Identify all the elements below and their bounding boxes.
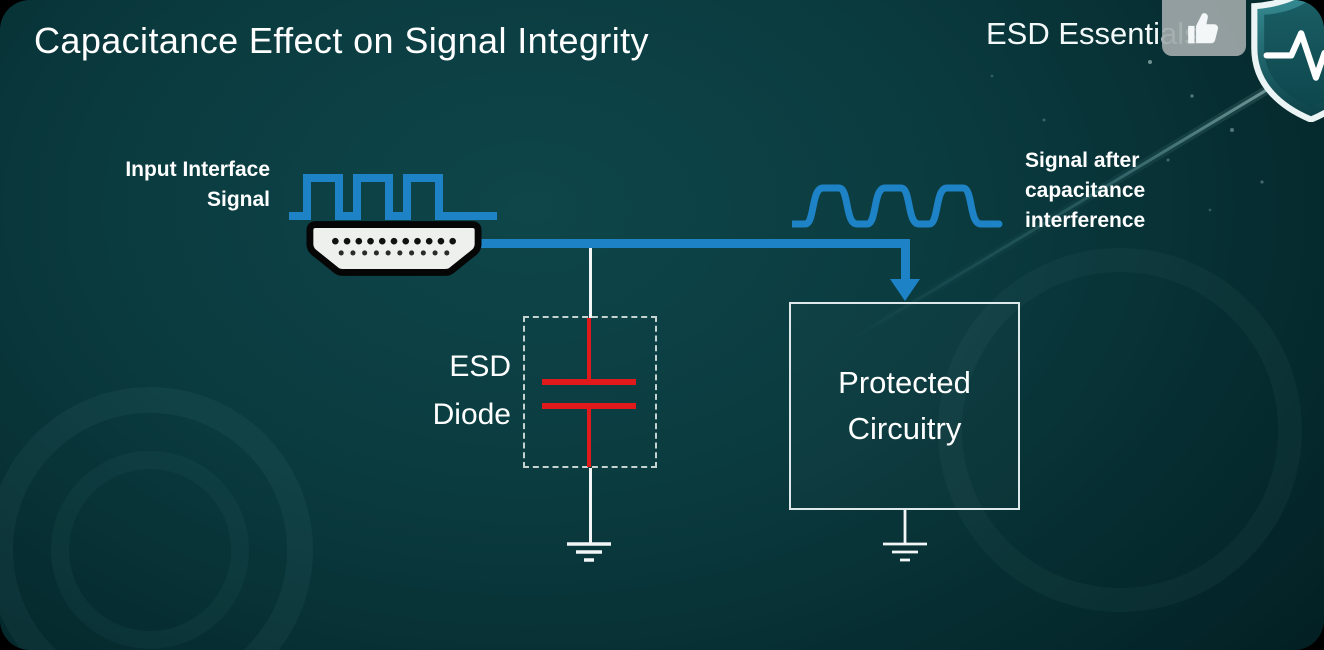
main-signal-line-drop bbox=[901, 239, 910, 281]
output-signal-label-line3: interference bbox=[1025, 209, 1146, 232]
page-title: Capacitance Effect on Signal Integrity bbox=[34, 20, 649, 61]
clean-signal-waveform bbox=[289, 174, 497, 220]
ground-icon-diode bbox=[567, 542, 611, 562]
protected-circuitry-label-line2: Circuitry bbox=[847, 411, 962, 446]
distorted-signal-waveform bbox=[792, 184, 1003, 228]
ground-icon-circuit bbox=[883, 510, 927, 562]
main-signal-line bbox=[478, 239, 910, 248]
branch-wire-top bbox=[589, 248, 592, 318]
thumbs-up-button[interactable] bbox=[1162, 0, 1246, 56]
esd-diode-label-line2: Diode bbox=[432, 398, 511, 431]
shield-pulse-icon bbox=[1251, 0, 1324, 122]
esd-diode-dashed-box bbox=[523, 316, 657, 468]
capacitor-lead-bottom bbox=[587, 409, 591, 467]
signal-arrow-icon bbox=[890, 279, 920, 301]
esd-diode-label: ESD Diode bbox=[393, 350, 511, 432]
capacitor-plate-bottom bbox=[542, 403, 636, 409]
input-signal-label: Input Interface Signal bbox=[58, 155, 270, 215]
protected-circuitry-box: Protected Circuitry bbox=[789, 302, 1020, 510]
output-signal-label-line1: Signal after bbox=[1025, 149, 1140, 172]
hdmi-connector-icon bbox=[306, 221, 482, 276]
esd-capacitor-icon bbox=[587, 318, 591, 381]
protected-circuitry-label-line1: Protected bbox=[838, 365, 971, 400]
capacitor-plate-top bbox=[542, 379, 636, 385]
output-signal-label-line2: capacitance bbox=[1025, 179, 1146, 202]
input-signal-label-line1: Input Interface bbox=[125, 158, 270, 181]
esd-diode-label-line1: ESD bbox=[449, 350, 511, 383]
input-signal-label-line2: Signal bbox=[206, 188, 270, 211]
branch-wire-bottom bbox=[589, 468, 592, 544]
output-signal-label: Signal after capacitance interference bbox=[1025, 146, 1205, 236]
thumbs-up-icon bbox=[1188, 13, 1219, 44]
